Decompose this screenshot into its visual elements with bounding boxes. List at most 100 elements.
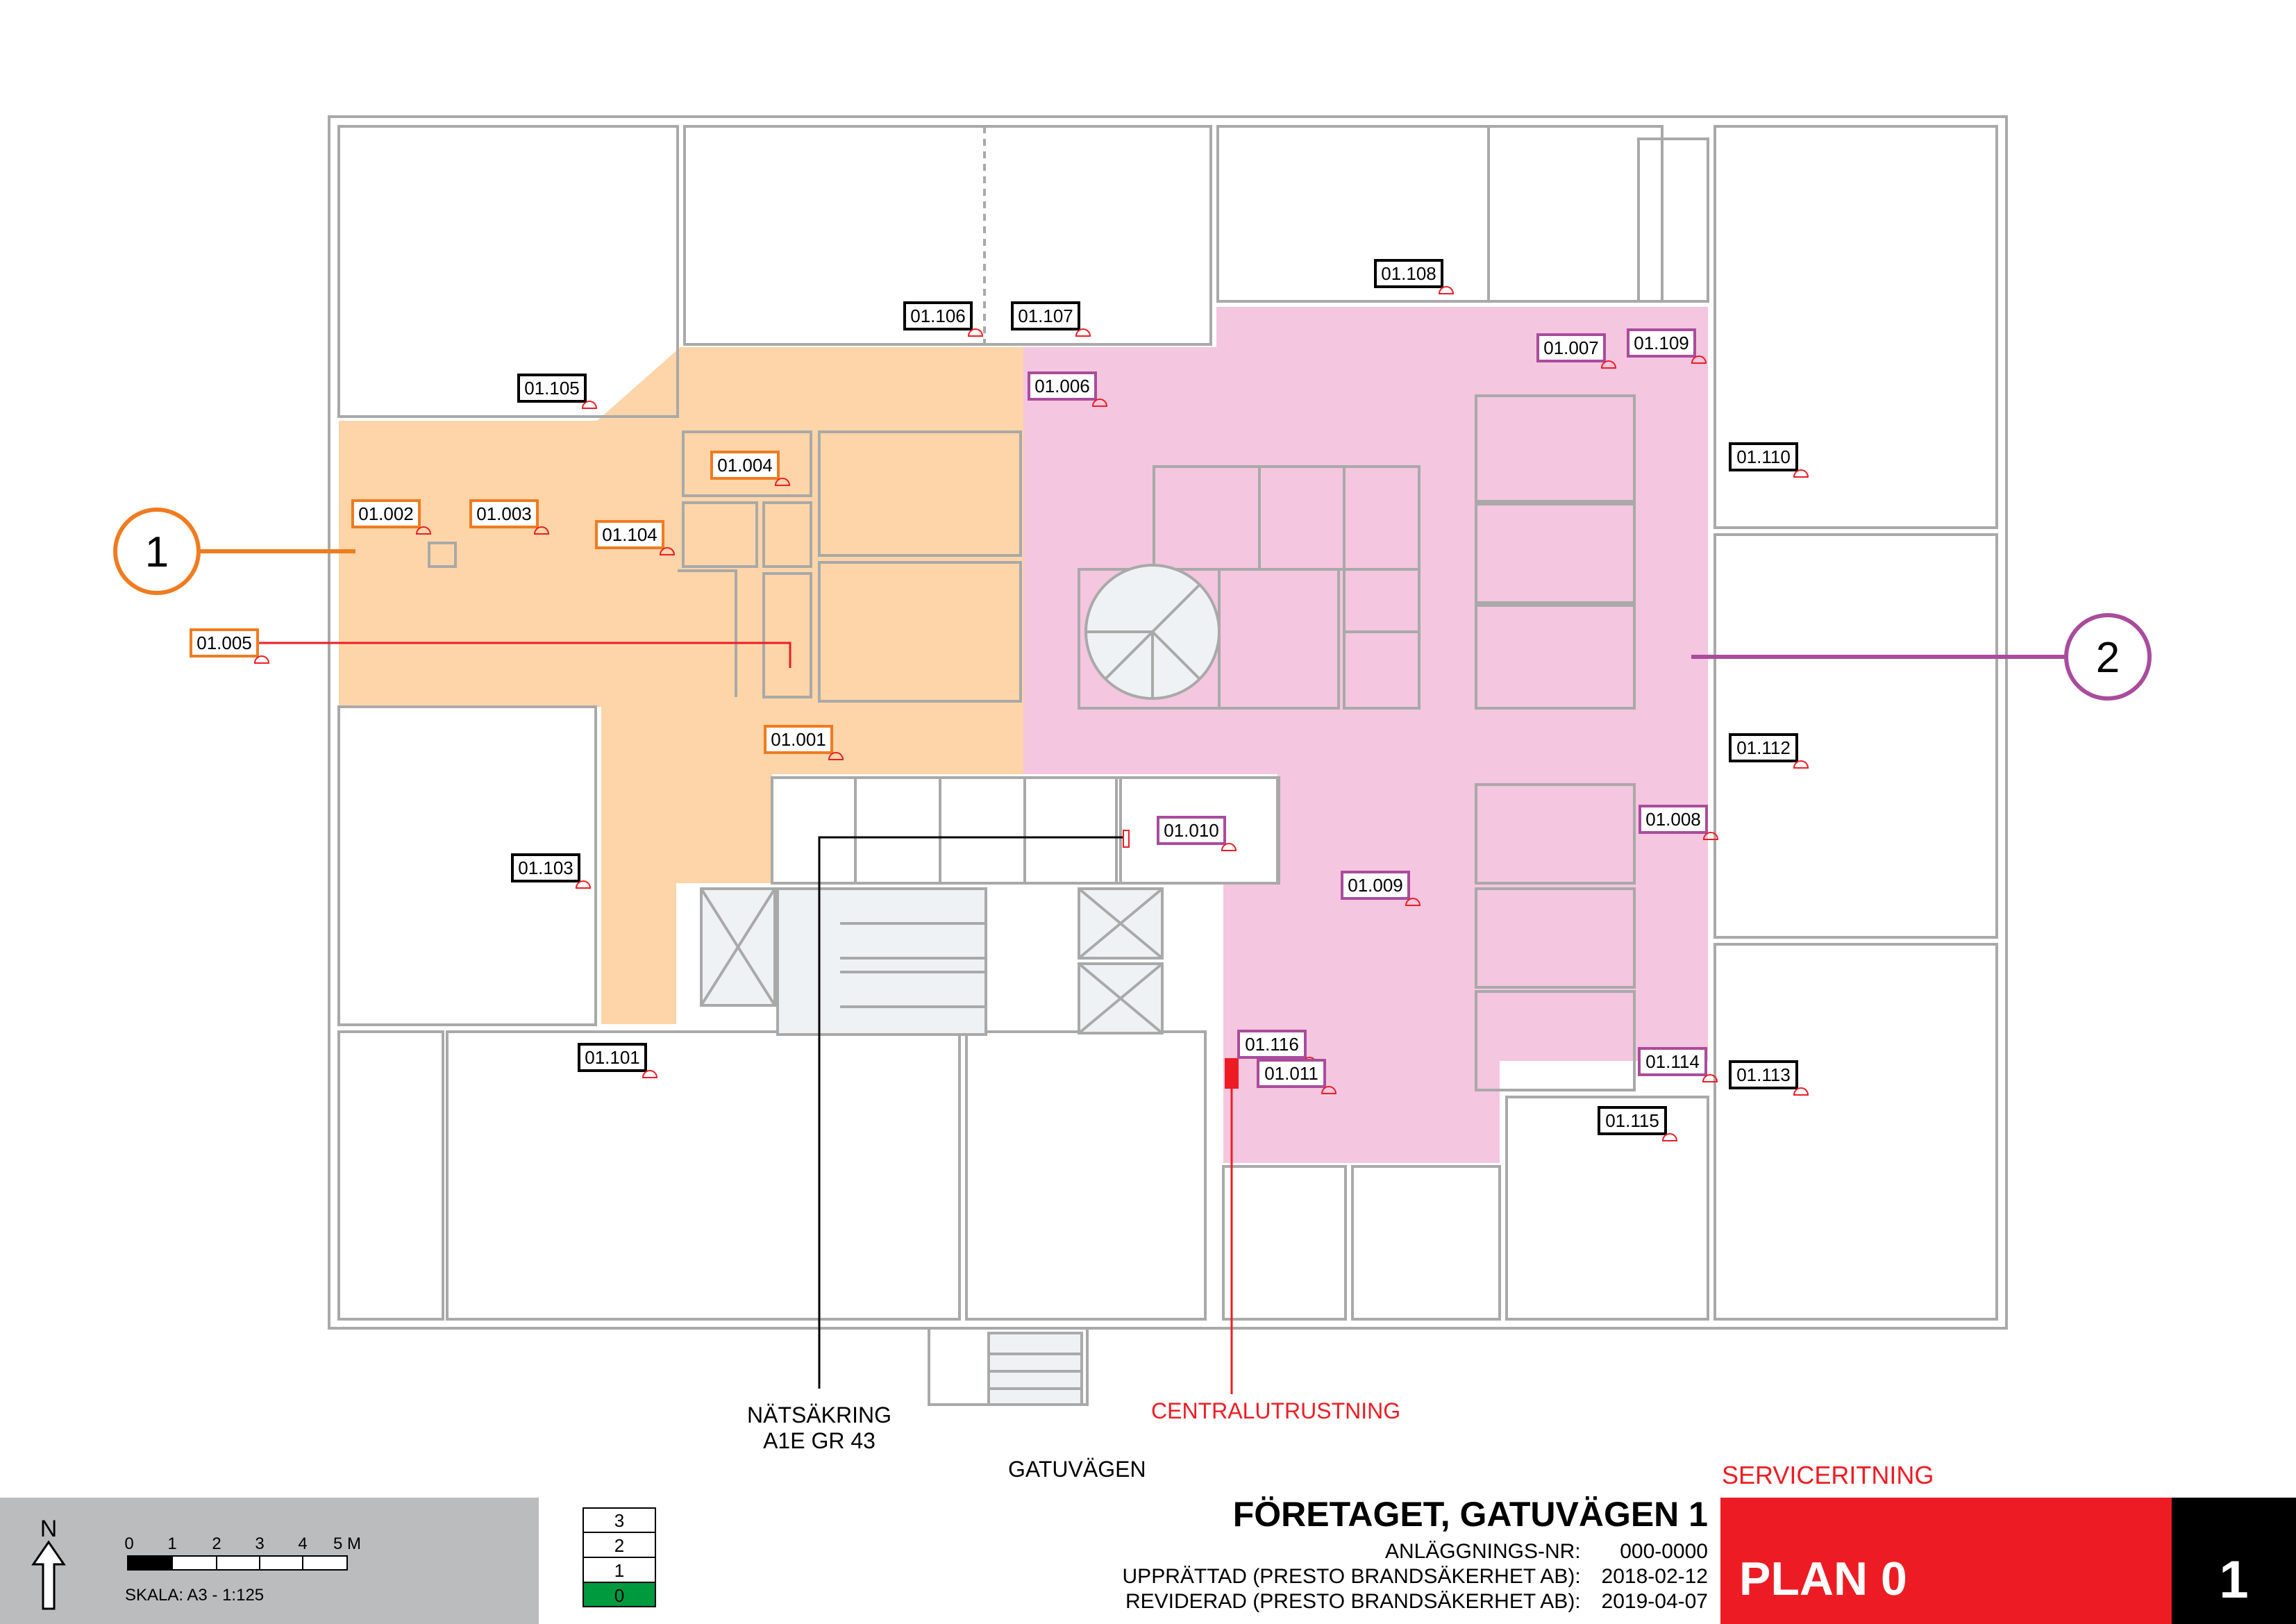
room-label: 01.004	[710, 451, 791, 486]
row-3-value: 2019-04-07	[1601, 1590, 1708, 1613]
room-label: 01.007	[1536, 333, 1617, 369]
scale-tick-3: 3	[255, 1534, 264, 1553]
room-label: 01.005	[190, 628, 270, 664]
floor-1: 1	[614, 1560, 624, 1581]
room-label-box	[1598, 1106, 1667, 1135]
detector-icon	[828, 752, 844, 760]
room-label: 01.103	[511, 853, 592, 889]
detector-icon	[1793, 760, 1809, 769]
detector-icon	[253, 655, 270, 664]
room-label-box	[1638, 1047, 1707, 1076]
room-label-text: 01.004	[717, 455, 773, 476]
detector-icon	[1702, 832, 1719, 840]
detector-icon	[575, 880, 592, 889]
floor-2: 2	[614, 1535, 624, 1556]
room-label: 01.107	[1011, 301, 1091, 337]
service-label: SERVICERITNING	[1722, 1461, 1934, 1489]
detector-icon	[1600, 360, 1617, 369]
scale-tick-5: 5 M	[333, 1534, 361, 1553]
titleblock-row-3: REVIDERAD (PRESTO BRANDSÄKERHET AB): 201…	[1125, 1590, 1708, 1614]
floor-3: 3	[614, 1510, 624, 1531]
room-label: 01.115	[1598, 1106, 1678, 1141]
room-label-box	[190, 628, 259, 658]
room-label-box	[1627, 328, 1696, 358]
room-label: 01.104	[595, 520, 676, 555]
zone-leaders	[113, 508, 2152, 1394]
room-label-box	[1729, 1060, 1798, 1089]
room-label-box	[578, 1043, 647, 1072]
room-label-text: 01.005	[196, 633, 252, 653]
zone-1-number: 1	[145, 528, 169, 576]
north-letter: N	[40, 1516, 58, 1542]
room-label-text: 01.113	[1736, 1064, 1791, 1085]
room-label: 01.011	[1257, 1059, 1337, 1094]
detector-icon	[1091, 399, 1108, 407]
floor-indicator: 3 2 1 0	[583, 1507, 656, 1607]
room-label-text: 01.114	[1645, 1051, 1700, 1072]
room-label: 01.105	[517, 374, 598, 409]
row-1-value: 000-0000	[1620, 1540, 1708, 1563]
room-label-text: 01.101	[585, 1047, 640, 1068]
room-label-box	[351, 499, 421, 528]
room-label: 01.010	[1157, 816, 1237, 851]
room-label-text: 01.105	[524, 378, 580, 399]
room-label: 01.002	[351, 499, 432, 535]
scale-caption: SKALA: A3 - 1:125	[125, 1586, 264, 1605]
room-label-box	[1729, 442, 1798, 471]
natsakring-line2: A1E GR 43	[763, 1428, 875, 1453]
room-label-text: 01.106	[910, 305, 966, 326]
zone-2-area	[1023, 307, 1708, 1163]
scale-tick-0: 0	[124, 1534, 133, 1553]
detector-icon	[533, 526, 550, 535]
detector-icon	[1793, 1087, 1809, 1096]
room-label-box	[1237, 1030, 1307, 1059]
project-title: FÖRETAGET, GATUVÄGEN 1	[1232, 1495, 1708, 1534]
room-label: 01.003	[469, 499, 550, 535]
room-label: 01.110	[1729, 442, 1809, 478]
titleblock-row-1: ANLÄGGNINGS-NR: 000-0000	[1385, 1540, 1708, 1564]
natsakring-line1: NÄTSÄKRING	[746, 1403, 892, 1428]
room-label-text: 01.107	[1018, 305, 1073, 326]
row-1-label: ANLÄGGNINGS-NR:	[1384, 1540, 1581, 1563]
room-label-text: 01.103	[518, 857, 573, 878]
detector-icon	[659, 547, 676, 555]
room-label-text: 01.011	[1264, 1063, 1318, 1084]
detector-icon	[1221, 843, 1237, 851]
room-label-box	[511, 853, 580, 882]
row-2-value: 2018-02-12	[1601, 1565, 1708, 1588]
room-label: 01.008	[1639, 805, 1719, 840]
room-label-box	[1639, 805, 1708, 834]
sheet-number: 1	[2219, 1550, 2249, 1609]
room-label-text: 01.010	[1164, 820, 1219, 841]
centralutrustning-annotation: CENTRALUTRUSTNING	[1151, 1398, 1401, 1423]
detector-icon	[581, 401, 598, 409]
titleblock-row-2: UPPRÄTTAD (PRESTO BRANDSÄKERHET AB): 201…	[1123, 1565, 1708, 1589]
room-label-text: 01.007	[1543, 337, 1599, 358]
scale-tick-2: 2	[212, 1534, 221, 1553]
detector-icon	[1691, 355, 1707, 364]
room-label-text: 01.109	[1634, 333, 1689, 353]
row-2-label: UPPRÄTTAD (PRESTO BRANDSÄKERHET AB):	[1122, 1565, 1581, 1588]
row-3-label: REVIDERAD (PRESTO BRANDSÄKERHET AB):	[1125, 1590, 1581, 1613]
room-label-box	[710, 451, 780, 480]
room-label: 01.101	[578, 1043, 658, 1078]
room-label-text: 01.112	[1736, 737, 1791, 758]
plan-label: PLAN 0	[1739, 1552, 1907, 1605]
room-label: 01.009	[1341, 871, 1421, 906]
scale-tick-4: 4	[298, 1534, 307, 1553]
room-label-box	[1257, 1059, 1326, 1088]
zone-2-number: 2	[2096, 634, 2120, 682]
plan-box	[1720, 1498, 2172, 1624]
room-label-text: 01.104	[602, 524, 657, 545]
north-arrow-icon	[31, 1540, 66, 1610]
room-label-box	[1536, 333, 1606, 362]
room-label-box	[595, 520, 664, 549]
detector-icon	[1793, 469, 1809, 478]
room-label-box	[1028, 371, 1097, 401]
detector-icon	[1438, 286, 1455, 294]
floor-0: 0	[614, 1585, 624, 1606]
room-label-text: 01.003	[476, 503, 532, 524]
walls	[328, 115, 2008, 1406]
